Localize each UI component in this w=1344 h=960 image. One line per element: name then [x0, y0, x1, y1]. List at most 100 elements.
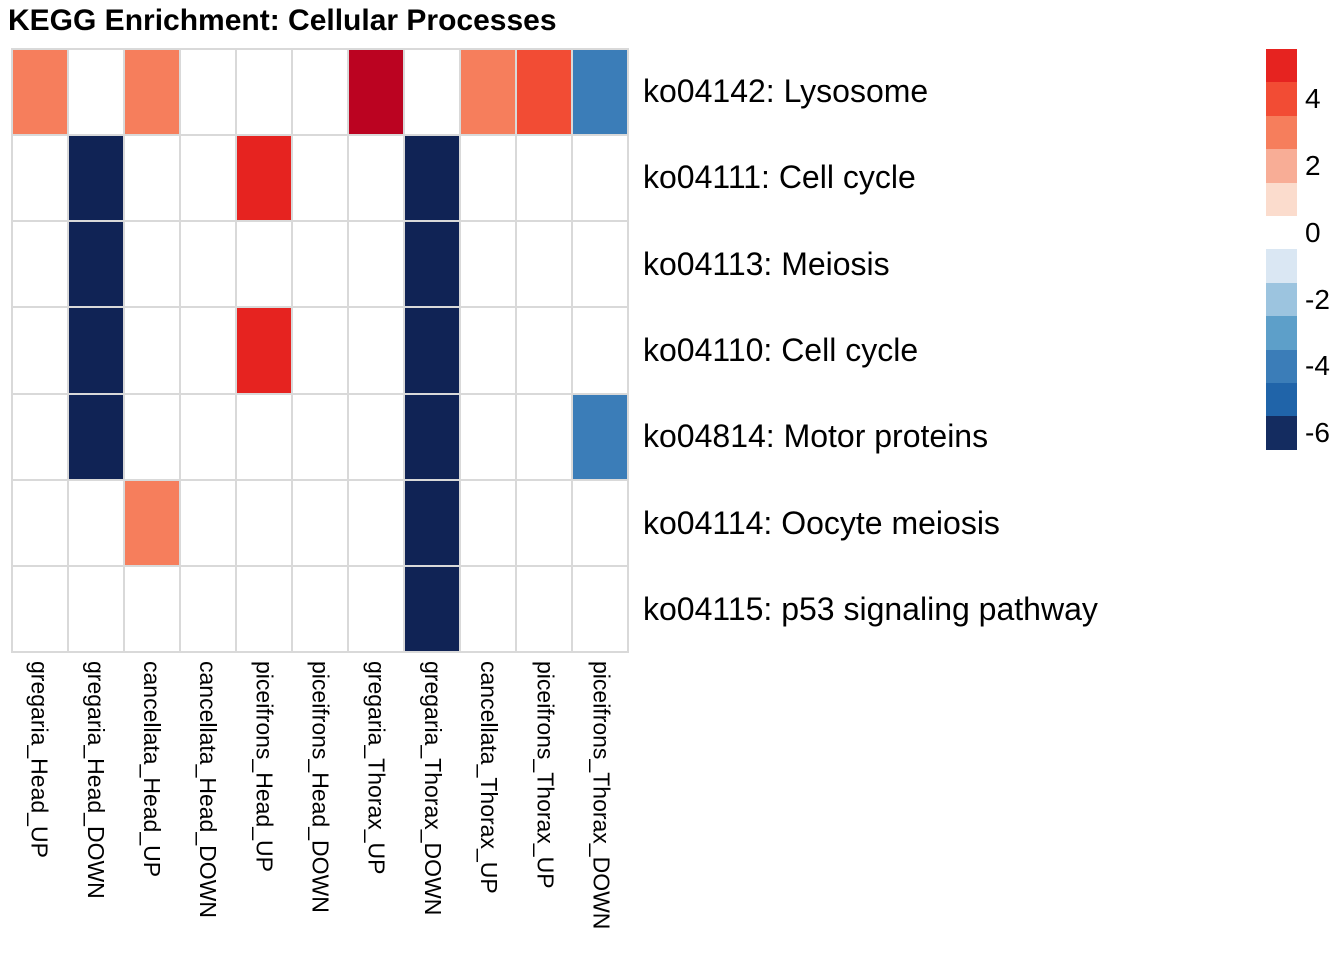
heatmap-cell: [349, 136, 403, 221]
column-label: gregaria_Thorax_DOWN: [419, 661, 446, 916]
heatmap-cell: [13, 308, 67, 393]
column-label: cancellata_Thorax_UP: [476, 661, 503, 894]
row-label: ko04115: p53 signaling pathway: [643, 591, 1098, 628]
heatmap-cell: [461, 222, 515, 307]
legend-color-block: [1266, 382, 1297, 417]
heatmap-cell: [405, 222, 459, 307]
heatmap-cell: [181, 308, 235, 393]
heatmap-cell: [293, 394, 347, 479]
heatmap-cell: [573, 394, 627, 479]
column-label: piceifrons_Head_UP: [251, 661, 278, 872]
column-label: piceifrons_Thorax_UP: [532, 661, 559, 889]
legend-color-block: [1266, 149, 1297, 183]
heatmap-cell: [125, 50, 179, 135]
row-label: ko04111: Cell cycle: [643, 159, 916, 196]
heatmap-cell: [69, 50, 123, 135]
heatmap-cell: [349, 394, 403, 479]
heatmap-grid: [11, 48, 629, 653]
heatmap-cell: [517, 136, 571, 221]
column-label: piceifrons_Thorax_DOWN: [588, 661, 615, 930]
heatmap-cell: [125, 222, 179, 307]
heatmap-cell: [517, 222, 571, 307]
heatmap-cell: [349, 222, 403, 307]
heatmap-cell: [405, 394, 459, 479]
heatmap-cell: [13, 394, 67, 479]
heatmap-cell: [13, 136, 67, 221]
column-label: cancellata_Head_UP: [138, 661, 165, 878]
heatmap-cell: [293, 136, 347, 221]
heatmap-cell: [461, 308, 515, 393]
heatmap-cell: [125, 308, 179, 393]
heatmap-cell: [517, 50, 571, 135]
heatmap-cell: [13, 222, 67, 307]
row-label: ko04114: Oocyte meiosis: [643, 504, 1000, 541]
heatmap-cell: [349, 50, 403, 135]
column-label: gregaria_Head_DOWN: [82, 661, 109, 899]
legend-color-block: [1266, 316, 1297, 350]
heatmap-cell: [461, 394, 515, 479]
heatmap-cell: [293, 50, 347, 135]
heatmap-cell: [181, 222, 235, 307]
legend-color-block: [1266, 182, 1297, 216]
legend-tick-label: -2: [1305, 283, 1330, 315]
legend-color-block: [1266, 82, 1297, 116]
heatmap-cell: [69, 394, 123, 479]
heatmap-cell: [405, 566, 459, 651]
legend-color-block: [1266, 215, 1297, 250]
legend-tick-label: 0: [1305, 216, 1321, 248]
legend-color-block: [1266, 49, 1297, 83]
legend-color-block: [1266, 249, 1297, 283]
heatmap-cell: [125, 480, 179, 565]
heatmap-cell: [181, 136, 235, 221]
heatmap-cell: [405, 308, 459, 393]
row-label: ko04142: Lysosome: [643, 72, 929, 109]
legend-color-block: [1266, 282, 1297, 317]
legend-tick-label: -6: [1305, 417, 1330, 449]
heatmap-cell: [181, 480, 235, 565]
heatmap-cell: [461, 136, 515, 221]
heatmap-cell: [13, 480, 67, 565]
heatmap-cell: [405, 136, 459, 221]
legend-color-block: [1266, 115, 1297, 150]
legend-tick-label: 4: [1305, 83, 1321, 115]
heatmap-cell: [69, 308, 123, 393]
legend-tick-label: -4: [1305, 350, 1330, 382]
heatmap-cell: [293, 566, 347, 651]
heatmap-cell: [125, 136, 179, 221]
heatmap-cell: [573, 136, 627, 221]
colorbar-legend: [1266, 49, 1297, 450]
column-label: piceifrons_Head_DOWN: [307, 661, 334, 913]
heatmap-cell: [461, 480, 515, 565]
heatmap-cell: [517, 566, 571, 651]
heatmap-cell: [125, 566, 179, 651]
heatmap-cell: [69, 480, 123, 565]
heatmap-cell: [349, 480, 403, 565]
heatmap-cell: [405, 480, 459, 565]
chart-title: KEGG Enrichment: Cellular Processes: [8, 4, 557, 37]
heatmap-cell: [573, 480, 627, 565]
heatmap-cell: [69, 566, 123, 651]
heatmap-cell: [573, 222, 627, 307]
heatmap-cell: [181, 566, 235, 651]
heatmap-cell: [461, 50, 515, 135]
heatmap-cell: [237, 222, 291, 307]
heatmap-cell: [237, 480, 291, 565]
legend-color-block: [1266, 416, 1297, 450]
heatmap-cell: [293, 480, 347, 565]
heatmap-cell: [517, 394, 571, 479]
heatmap-cell: [125, 394, 179, 479]
heatmap-cell: [13, 566, 67, 651]
heatmap-cell: [573, 308, 627, 393]
heatmap-cell: [517, 480, 571, 565]
heatmap-cell: [69, 136, 123, 221]
heatmap-cell: [181, 50, 235, 135]
heatmap-cell: [461, 566, 515, 651]
heatmap-cell: [293, 222, 347, 307]
heatmap-cell: [349, 308, 403, 393]
heatmap-cell: [293, 308, 347, 393]
column-label: gregaria_Thorax_UP: [363, 661, 390, 875]
heatmap-cell: [349, 566, 403, 651]
heatmap-cell: [13, 50, 67, 135]
column-label: cancellata_Head_DOWN: [195, 661, 222, 918]
heatmap-cell: [181, 394, 235, 479]
